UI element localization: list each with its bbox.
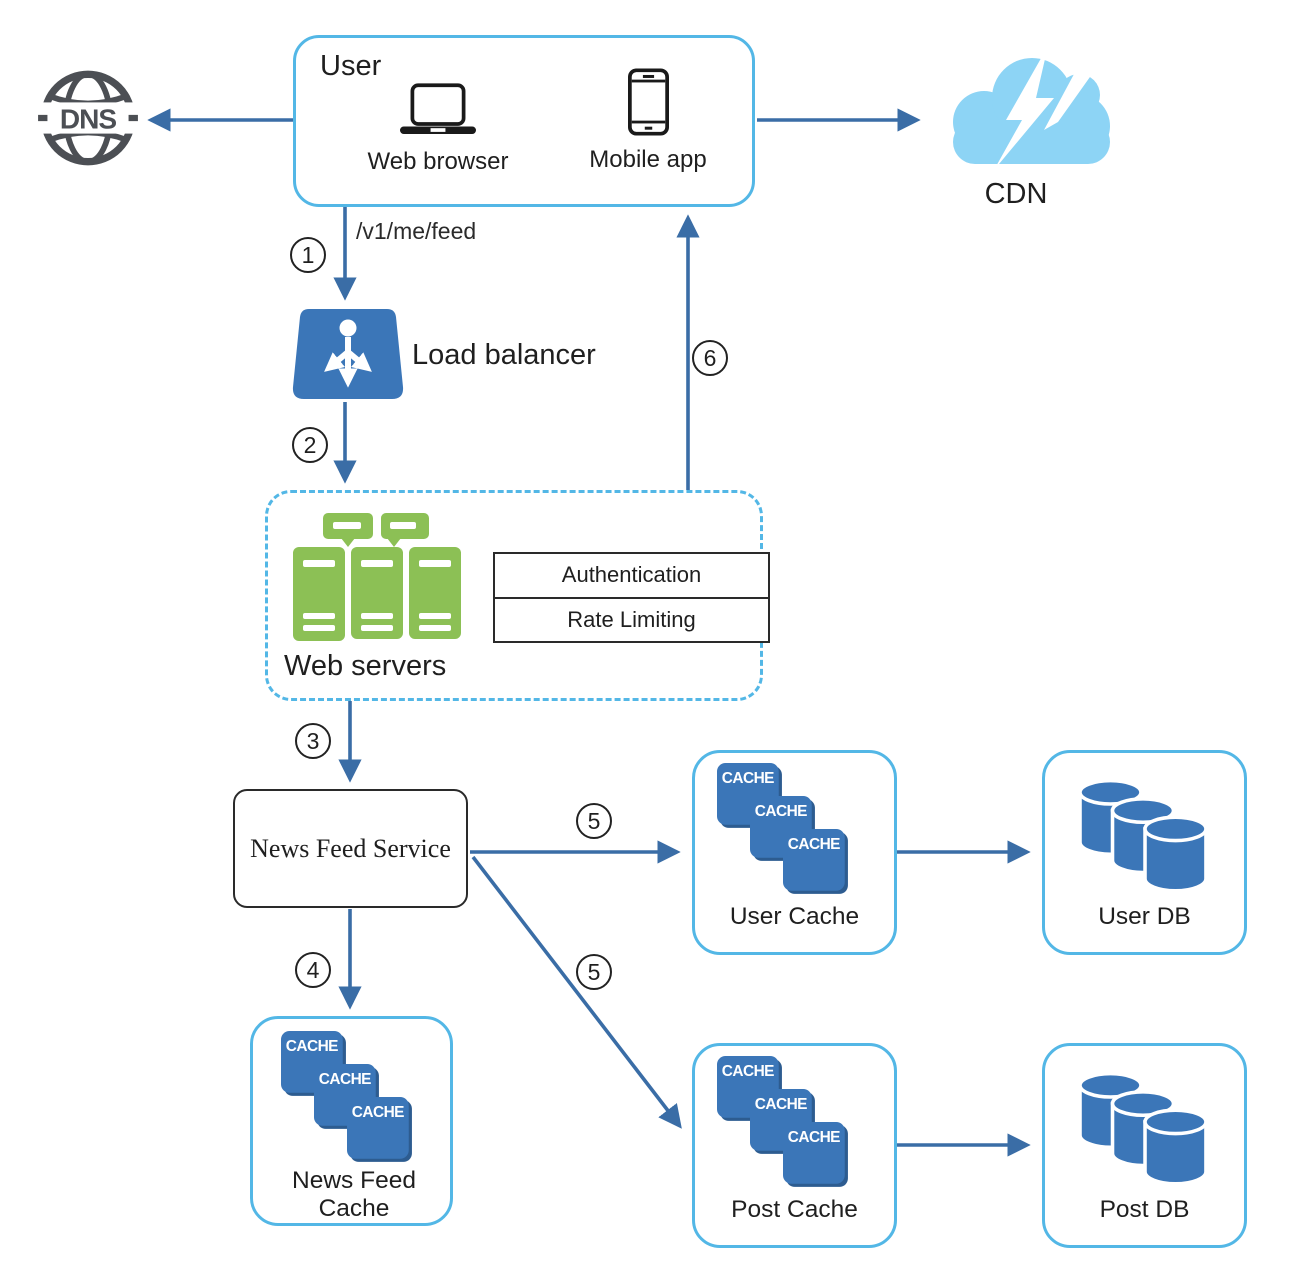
news-feed-cache-box: CACHE CACHE CACHE News Feed Cache [250, 1016, 453, 1226]
edge-newsfeedservice-to-postcache [471, 855, 682, 1129]
dns-label: DNS [60, 103, 116, 134]
step-2-badge: 2 [292, 427, 328, 463]
cache-badge: CACHE [788, 836, 840, 853]
step-1-badge: 1 [290, 237, 326, 273]
post-cache-icon: CACHE CACHE CACHE [717, 1056, 848, 1187]
user-cache-box: CACHE CACHE CACHE User Cache [692, 750, 897, 955]
cdn-label: CDN [984, 178, 1048, 210]
feature-authentication: Authentication [561, 562, 702, 588]
step-3-badge: 3 [295, 723, 331, 759]
user-box: User Web browser Mobile app [293, 35, 755, 207]
mobile-phone-icon [627, 68, 669, 136]
load-balancer-label: Load balancer [412, 339, 596, 371]
news-feed-cache-label: News Feed Cache [292, 1167, 416, 1222]
step-5-user-badge: 5 [576, 803, 612, 839]
news-feed-cache-icon: CACHE CACHE CACHE [281, 1031, 412, 1162]
step-6-badge: 6 [692, 340, 728, 376]
post-db-label: Post DB [1099, 1196, 1190, 1223]
user-cache-label: User Cache [729, 903, 860, 930]
step-5-post-badge: 5 [576, 954, 612, 990]
web-browser-label: Web browser [367, 148, 509, 175]
cache-badge: CACHE [722, 1063, 774, 1080]
web-browser-client: Web browser [358, 82, 518, 176]
laptop-icon [400, 83, 476, 134]
user-db-box: User DB [1042, 750, 1247, 955]
user-cache-icon: CACHE CACHE CACHE [717, 763, 848, 894]
mobile-app-label: Mobile app [589, 146, 707, 173]
load-balancer-icon [292, 309, 404, 399]
news-feed-service-label: News Feed Service [250, 833, 451, 863]
user-db-label: User DB [1098, 903, 1191, 930]
web-servers-feature-table: Authentication Rate Limiting [493, 552, 770, 643]
web-servers-label: Web servers [284, 650, 447, 682]
cache-badge: CACHE [788, 1129, 840, 1146]
api-path-label: /v1/me/feed [356, 218, 477, 244]
cache-badge: CACHE [755, 1096, 807, 1113]
post-cache-label: Post Cache [731, 1196, 858, 1223]
cdn-cloud-icon [953, 46, 1110, 170]
feature-rate-limiting: Rate Limiting [495, 596, 768, 642]
post-db-box: Post DB [1042, 1043, 1247, 1248]
post-db-icon [1079, 1072, 1208, 1186]
user-box-title: User [320, 50, 382, 82]
news-feed-service-box: News Feed Service [233, 789, 468, 908]
cache-badge: CACHE [755, 803, 807, 820]
step-4-badge: 4 [295, 952, 331, 988]
dns-globe-icon: DNS [38, 70, 138, 166]
web-servers-icon [293, 513, 461, 641]
cache-badge: CACHE [722, 770, 774, 787]
cache-badge: CACHE [319, 1071, 371, 1088]
post-cache-box: CACHE CACHE CACHE Post Cache [692, 1043, 897, 1248]
cache-badge: CACHE [286, 1038, 338, 1055]
web-servers-group: Web servers Authentication Rate Limiting [265, 490, 770, 701]
mobile-app-client: Mobile app [578, 68, 718, 174]
cache-badge: CACHE [352, 1104, 404, 1121]
user-db-icon [1079, 779, 1208, 893]
